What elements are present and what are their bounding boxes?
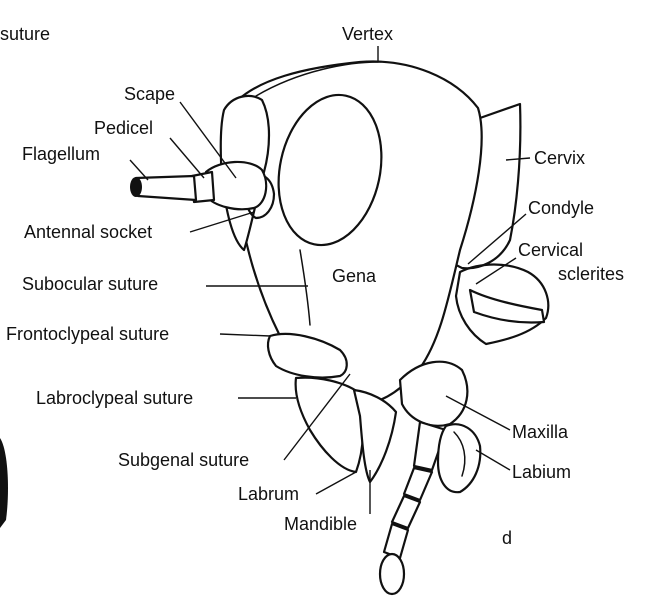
label-labroclypeal-suture: Labroclypeal suture xyxy=(36,388,193,408)
maxilla xyxy=(398,360,469,427)
leader-cervical xyxy=(475,257,517,285)
label-scape: Scape xyxy=(124,84,175,104)
label-condyle: Condyle xyxy=(528,198,594,218)
label-cervix: Cervix xyxy=(534,148,585,168)
labium-lobe xyxy=(453,431,466,477)
vertex-ridge xyxy=(255,61,379,97)
label-cervical-sclerites-1: Cervical xyxy=(518,240,583,260)
mandible xyxy=(352,388,398,484)
panel-letter: d xyxy=(502,528,512,548)
labium xyxy=(436,423,482,494)
leader-subgenal xyxy=(283,373,351,461)
maxillary-palp-tip xyxy=(378,552,406,596)
maxillary-palp-2 xyxy=(402,466,434,502)
leader-frontoclypeal xyxy=(219,333,271,337)
label-vertex: Vertex xyxy=(342,24,393,44)
flagellum-tip xyxy=(130,177,142,197)
head-capsule xyxy=(234,60,483,406)
label-mandible: Mandible xyxy=(284,514,357,534)
labrum xyxy=(294,376,365,474)
leader-labrum xyxy=(315,471,357,495)
label-subgenal-suture: Subgenal suture xyxy=(118,450,249,470)
label-labrum: Labrum xyxy=(238,484,299,504)
leader-flagellum xyxy=(129,159,149,181)
scape xyxy=(204,160,268,211)
leader-labium xyxy=(475,449,511,471)
label-subocular-suture: Subocular suture xyxy=(22,274,158,294)
label-pedicel: Pedicel xyxy=(94,118,153,138)
label-suture-fragment: suture xyxy=(0,24,50,44)
clypeus xyxy=(266,332,348,379)
label-flagellum: Flagellum xyxy=(22,144,100,164)
label-gena: Gena xyxy=(332,266,377,286)
left-edge-fragment xyxy=(0,438,8,528)
label-cervical-sclerites-2: sclerites xyxy=(558,264,624,284)
flagellum xyxy=(134,174,198,202)
maxillary-palp-3 xyxy=(390,494,422,530)
label-antennal-socket: Antennal socket xyxy=(24,222,152,242)
leader-scape xyxy=(179,101,237,179)
leader-condyle xyxy=(467,213,527,265)
cervical-sclerites-shape xyxy=(454,263,550,346)
compound-eye xyxy=(277,93,383,247)
leader-antennal-socket xyxy=(189,211,255,233)
label-maxilla: Maxilla xyxy=(512,422,569,442)
label-labium: Labium xyxy=(512,462,571,482)
label-frontoclypeal-suture: Frontoclypeal suture xyxy=(6,324,169,344)
leader-pedicel xyxy=(169,137,205,179)
maxillary-palp-4 xyxy=(382,522,410,560)
subocular-suture-line xyxy=(299,249,311,326)
maxillary-palp xyxy=(412,420,448,472)
cervical-sclerite-bar xyxy=(468,288,546,324)
leader-maxilla xyxy=(445,395,511,431)
leader-cervix xyxy=(505,157,531,161)
